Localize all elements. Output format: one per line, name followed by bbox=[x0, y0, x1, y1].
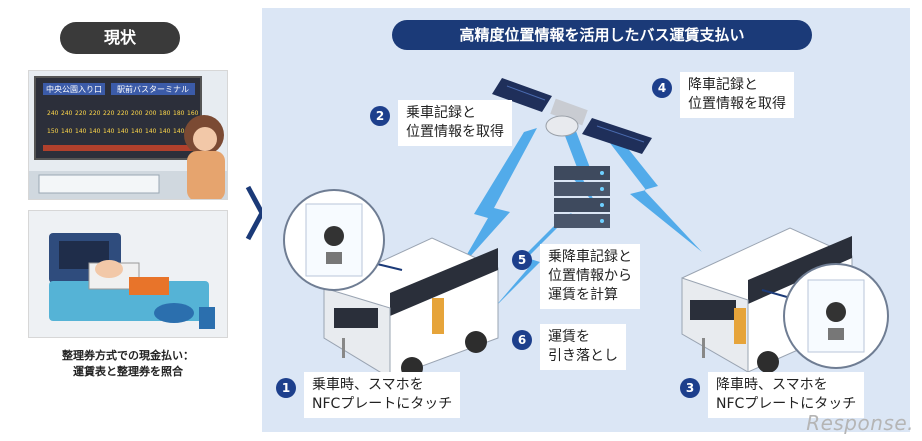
fare-row-2: 150140140140140140140140140140140 bbox=[47, 128, 199, 135]
step-number: 4 bbox=[652, 78, 672, 98]
step-1: 1 乗車時、スマホを NFCプレートにタッチ bbox=[276, 372, 461, 418]
fare-cell: 140 bbox=[131, 128, 143, 135]
step-6: 6 運賃を 引き落とし bbox=[512, 324, 626, 370]
nfc-poster-zoom-right bbox=[761, 263, 889, 369]
satellite-icon bbox=[492, 78, 652, 154]
step-number: 6 bbox=[512, 330, 532, 350]
fare-cell: 140 bbox=[89, 128, 101, 135]
fare-cell: 160 bbox=[187, 110, 199, 117]
step-text: 降車記録と 位置情報を取得 bbox=[680, 72, 794, 118]
fare-cell: 220 bbox=[103, 110, 115, 117]
step-2: 2 乗車記録と 位置情報を取得 bbox=[370, 100, 512, 146]
ticket-machine-photo bbox=[28, 210, 228, 338]
step-text: 降車時、スマホを NFCプレートにタッチ bbox=[708, 372, 865, 418]
step-text: 乗車記録と 位置情報を取得 bbox=[398, 100, 512, 146]
fare-cell: 140 bbox=[61, 128, 73, 135]
fare-cell: 220 bbox=[75, 110, 87, 117]
server-icon bbox=[554, 166, 610, 228]
system-illustration bbox=[283, 78, 889, 379]
step-4: 4 降車記録と 位置情報を取得 bbox=[652, 72, 794, 118]
step-5: 5 乗降車記録と 位置情報から 運賃を計算 bbox=[512, 244, 640, 309]
step-number: 2 bbox=[370, 106, 390, 126]
proposed-system-title: 高精度位置情報を活用したバス運賃支払い bbox=[392, 20, 812, 50]
fare-cell: 140 bbox=[75, 128, 87, 135]
response-watermark: Response. bbox=[806, 411, 914, 435]
fare-cell: 240 bbox=[47, 110, 59, 117]
fare-cell: 150 bbox=[47, 128, 59, 135]
step-number: 5 bbox=[512, 250, 532, 270]
fare-cell: 200 bbox=[131, 110, 143, 117]
step-text: 乗車時、スマホを NFCプレートにタッチ bbox=[304, 372, 461, 418]
fare-cell: 180 bbox=[159, 110, 171, 117]
caption-text: 整理券方式での現金払い： 運賃表と整理券を照合 bbox=[62, 349, 194, 378]
fare-cell: 140 bbox=[173, 128, 185, 135]
board-stop-current: 中央公園入り口 bbox=[46, 84, 102, 94]
ticket-machine-illustration bbox=[29, 211, 227, 337]
fare-cell: 180 bbox=[173, 110, 185, 117]
current-state-badge: 現状 bbox=[60, 22, 180, 54]
current-state-caption: 整理券方式での現金払い： 運賃表と整理券を照合 bbox=[28, 348, 228, 380]
step-text: 運賃を 引き落とし bbox=[540, 324, 626, 370]
fare-cell: 140 bbox=[159, 128, 171, 135]
step-number: 1 bbox=[276, 378, 296, 398]
step-3: 3 降車時、スマホを NFCプレートにタッチ bbox=[680, 372, 865, 418]
fare-cell: 220 bbox=[89, 110, 101, 117]
fare-cell: 140 bbox=[103, 128, 115, 135]
fare-cell: 140 bbox=[117, 128, 129, 135]
step-number: 3 bbox=[680, 378, 700, 398]
fare-cell: 200 bbox=[145, 110, 157, 117]
fare-cell: 220 bbox=[117, 110, 129, 117]
fare-cell: 240 bbox=[61, 110, 73, 117]
nfc-poster-zoom-left bbox=[283, 189, 403, 291]
board-stop-next: 駅前バスターミナル bbox=[117, 84, 189, 94]
step-text: 乗降車記録と 位置情報から 運賃を計算 bbox=[540, 244, 640, 309]
fare-cell: 140 bbox=[145, 128, 157, 135]
